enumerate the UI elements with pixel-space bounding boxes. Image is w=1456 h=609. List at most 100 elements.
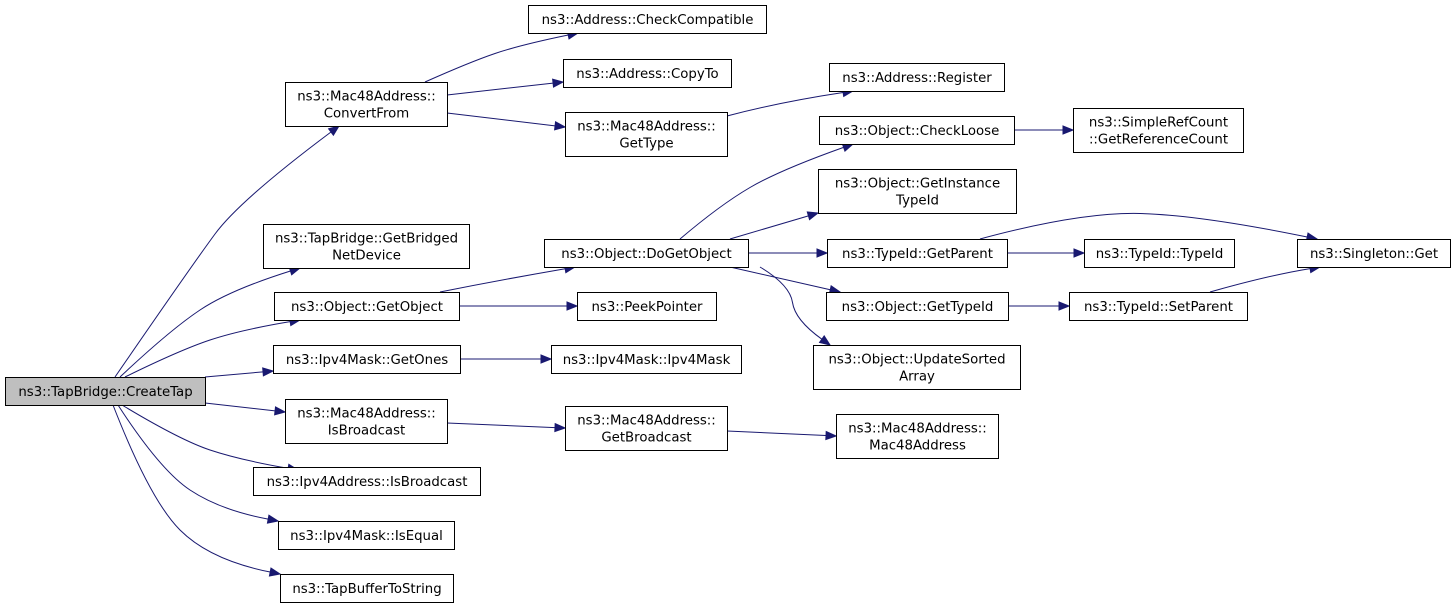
node-set-parent[interactable]: ns3::TypeId::SetParent	[1069, 292, 1248, 321]
arrowhead	[1073, 248, 1086, 258]
edge-line	[112, 404, 271, 573]
node-mask-is-equal[interactable]: ns3::Ipv4Mask::IsEqual	[278, 521, 455, 550]
node-label-line: GetBroadcast	[601, 431, 691, 446]
nodes-layer: ns3::TapBridge::CreateTapns3::Mac48Addre…	[5, 5, 1451, 603]
edge-line	[729, 215, 809, 240]
arrowhead	[1058, 301, 1071, 311]
node-box	[544, 239, 749, 268]
edge-create-tap-to-mac-is-broadcast	[204, 402, 287, 416]
node-label-line: ns3::Singleton::Get	[1310, 247, 1438, 262]
arrowhead	[262, 367, 275, 377]
node-label-line: ns3::Ipv4Mask::Ipv4Mask	[563, 353, 731, 368]
node-box	[5, 377, 206, 406]
node-label-line: ::GetReferenceCount	[1089, 133, 1228, 148]
node-label-line: ns3::TapBufferToString	[292, 582, 441, 597]
node-box	[818, 169, 1017, 214]
node-mac-get-type[interactable]: ns3::Mac48Address::GetType	[565, 112, 728, 157]
node-box	[1069, 292, 1248, 321]
edge-mask-get-ones-to-ipv4mask-ctor	[460, 354, 553, 364]
node-typeid-ctor[interactable]: ns3::TypeId::TypeId	[1084, 239, 1235, 268]
node-get-broadcast[interactable]: ns3::Mac48Address::GetBroadcast	[565, 406, 728, 451]
node-box	[565, 112, 728, 157]
node-label-line: Array	[899, 370, 935, 385]
node-box	[528, 5, 767, 34]
node-check-loose[interactable]: ns3::Object::CheckLoose	[819, 116, 1015, 145]
node-box	[280, 574, 454, 603]
node-get-object[interactable]: ns3::Object::GetObject	[274, 292, 460, 321]
edge-line	[117, 404, 269, 520]
edge-line	[439, 268, 566, 293]
node-create-tap[interactable]: ns3::TapBridge::CreateTap	[5, 377, 206, 406]
edge-do-get-object-to-update-sorted	[759, 266, 832, 346]
arrowhead	[566, 301, 579, 311]
node-box	[263, 224, 470, 269]
node-label-line: ns3::SimpleRefCount	[1089, 116, 1228, 131]
node-box	[1297, 239, 1451, 268]
node-ref-count[interactable]: ns3::SimpleRefCount::GetReferenceCount	[1073, 108, 1244, 153]
node-box	[829, 63, 1005, 92]
edge-line	[204, 402, 276, 412]
edge-create-tap-to-mask-get-ones	[204, 367, 275, 378]
edge-line	[121, 404, 289, 469]
edge-line	[446, 112, 556, 127]
node-label-line: ns3::Mac48Address::	[577, 120, 716, 135]
node-label-line: ns3::Address::Register	[842, 71, 992, 86]
node-object-get-typeid[interactable]: ns3::Object::GetTypeId	[826, 292, 1009, 321]
node-mask-get-ones[interactable]: ns3::Ipv4Mask::GetOnes	[273, 345, 461, 374]
node-box	[577, 292, 717, 321]
node-mac48-ctor[interactable]: ns3::Mac48Address::Mac48Address	[836, 414, 999, 459]
node-box	[274, 292, 460, 321]
arrowhead	[552, 78, 565, 88]
edge-line	[124, 321, 291, 378]
node-box	[563, 59, 732, 88]
node-label-line: ns3::Ipv4Mask::IsEqual	[290, 529, 443, 544]
arrowhead	[540, 354, 553, 364]
node-label-line: ns3::Object::GetTypeId	[842, 300, 994, 315]
edge-do-get-object-to-get-instance-typeid	[729, 211, 820, 240]
edge-typeid-get-parent-to-singleton-get	[979, 212, 1319, 242]
node-register[interactable]: ns3::Address::Register	[829, 63, 1005, 92]
node-typeid-get-parent[interactable]: ns3::TypeId::GetParent	[827, 239, 1008, 268]
node-label-line: ns3::Object::UpdateSorted	[828, 353, 1005, 368]
node-tap-buffer[interactable]: ns3::TapBufferToString	[280, 574, 454, 603]
node-box	[827, 239, 1008, 268]
edge-convert-from-to-mac-get-type	[446, 112, 567, 131]
node-label-line: Mac48Address	[869, 439, 966, 454]
node-mac-is-broadcast[interactable]: ns3::Mac48Address::IsBroadcast	[285, 399, 448, 444]
node-label-line: ns3::Ipv4Mask::GetOnes	[286, 353, 448, 368]
arrowhead	[806, 211, 820, 221]
node-box	[813, 345, 1021, 390]
node-ipv4mask-ctor[interactable]: ns3::Ipv4Mask::Ipv4Mask	[551, 345, 742, 374]
node-ipv4-is-broadcast[interactable]: ns3::Ipv4Address::IsBroadcast	[253, 467, 481, 496]
node-peek-pointer[interactable]: ns3::PeekPointer	[577, 292, 717, 321]
node-label-line: ns3::Object::DoGetObject	[561, 247, 731, 262]
edge-do-get-object-to-typeid-get-parent	[748, 248, 829, 258]
node-label-line: ns3::Address::CopyTo	[576, 67, 718, 82]
node-singleton-get[interactable]: ns3::Singleton::Get	[1297, 239, 1451, 268]
arrowhead	[825, 430, 838, 441]
node-box	[285, 399, 448, 444]
node-label-line: NetDevice	[332, 249, 401, 264]
edge-line	[729, 266, 831, 291]
node-copy-to[interactable]: ns3::Address::CopyTo	[563, 59, 732, 88]
node-box	[1073, 108, 1244, 153]
edge-check-loose-to-ref-count	[1014, 125, 1075, 135]
edge-line	[446, 82, 554, 96]
edge-convert-from-to-copy-to	[446, 78, 565, 96]
node-label-line: ConvertFrom	[324, 107, 410, 122]
node-convert-from[interactable]: ns3::Mac48Address::ConvertFrom	[285, 82, 448, 127]
node-label-line: GetType	[619, 137, 673, 152]
arrowhead	[554, 422, 567, 433]
edge-do-get-object-to-object-get-typeid	[729, 266, 842, 295]
node-box	[1084, 239, 1235, 268]
edge-mac-get-type-to-register	[726, 87, 855, 117]
node-do-get-object[interactable]: ns3::Object::DoGetObject	[544, 239, 749, 268]
edge-line	[204, 371, 264, 378]
node-label-line: ns3::PeekPointer	[591, 300, 703, 315]
node-check-compatible[interactable]: ns3::Address::CheckCompatible	[528, 5, 767, 34]
node-label-line: ns3::TypeId::SetParent	[1084, 300, 1233, 315]
